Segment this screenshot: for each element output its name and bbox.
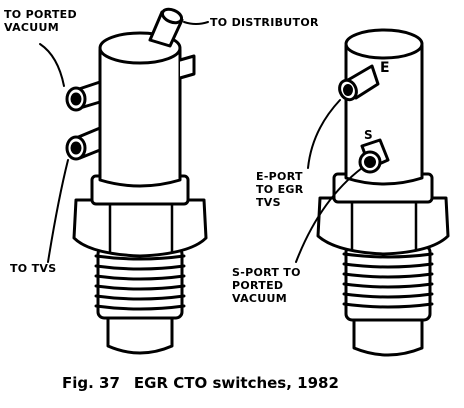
right-switch-top: [344, 28, 424, 60]
label-to-tvs: TO TVS: [10, 262, 57, 275]
e-port: [338, 64, 380, 102]
port-ported-vacuum: [65, 80, 102, 112]
label-line: S-PORT TO: [232, 266, 301, 279]
left-switch-hex-nut: [72, 198, 208, 258]
label-e-port: E-PORT TO EGR TVS: [256, 170, 304, 209]
port-distributor: [148, 7, 184, 48]
leader-e-port: [307, 99, 341, 169]
leader-lines: [39, 21, 363, 263]
left-switch: [65, 7, 208, 355]
label-to-ported-vacuum: TO PORTED VACUUM: [4, 8, 77, 34]
label-line: VACUUM: [4, 21, 59, 34]
figure-title: EGR CTO switches, 1982: [133, 374, 339, 392]
right-switch-hex-nut: [316, 196, 450, 256]
label-line: TO EGR: [256, 183, 304, 196]
port-tvs: [65, 126, 102, 161]
label-to-distributor: TO DISTRIBUTOR: [210, 16, 319, 29]
label-line: TVS: [256, 196, 281, 209]
leader-tvs: [47, 159, 69, 263]
e-port-mark: E: [380, 60, 390, 76]
right-switch: [316, 28, 450, 357]
label-s-port: S-PORT TO PORTED VACUUM: [232, 266, 301, 305]
label-line: TO PORTED: [4, 8, 77, 21]
s-port: [358, 138, 390, 174]
s-port-mark: S: [364, 128, 373, 142]
leader-distributor: [183, 21, 209, 25]
leader-ported-vacuum: [39, 43, 65, 87]
leader-s-port: [295, 167, 363, 263]
left-switch-body: [98, 48, 182, 188]
left-switch-threads: [94, 246, 186, 320]
figure-caption: Fig. 37 EGR CTO switches, 1982: [62, 374, 339, 392]
left-switch-tip: [106, 316, 174, 355]
label-line: E-PORT: [256, 170, 303, 183]
figure-number: Fig. 37: [62, 374, 120, 392]
right-switch-threads: [342, 244, 434, 322]
right-switch-tip: [352, 318, 424, 357]
label-line: VACUUM: [232, 292, 287, 305]
label-line: PORTED: [232, 279, 284, 292]
